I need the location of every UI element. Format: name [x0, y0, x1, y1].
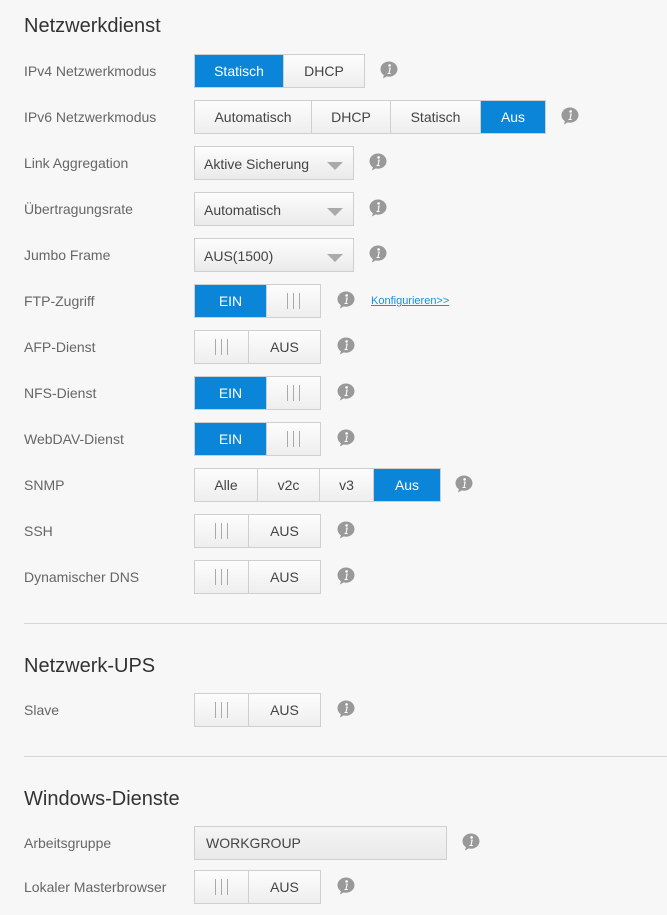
ipv6-option-automatic[interactable]: Automatisch: [195, 101, 312, 133]
row-afp: AFP-Dienst AUS: [0, 330, 667, 364]
row-snmp: SNMP Alle v2c v3 Aus: [0, 468, 667, 502]
toggle-grip: [195, 331, 249, 363]
ipv6-option-static[interactable]: Statisch: [391, 101, 481, 133]
master-browser-label: Lokaler Masterbrowser: [24, 879, 167, 895]
ddns-toggle[interactable]: AUS: [194, 560, 321, 594]
snmp-option-v2c[interactable]: v2c: [258, 469, 320, 501]
info-icon[interactable]: [368, 244, 388, 264]
ipv4-label: IPv4 Netzwerkmodus: [24, 63, 157, 79]
row-nfs: NFS-Dienst EIN: [0, 376, 667, 410]
workgroup-label: Arbeitsgruppe: [24, 835, 112, 851]
info-icon[interactable]: [368, 198, 388, 218]
row-webdav: WebDAV-Dienst EIN: [0, 422, 667, 456]
slave-toggle[interactable]: AUS: [194, 693, 321, 727]
row-jumbo-frame: Jumbo Frame AUS(1500): [0, 238, 667, 272]
row-link-aggregation: Link Aggregation Aktive Sicherung: [0, 146, 667, 180]
transfer-rate-select[interactable]: Automatisch: [194, 192, 354, 226]
slave-label: Slave: [24, 702, 60, 718]
snmp-option-all[interactable]: Alle: [195, 469, 258, 501]
link-aggregation-label: Link Aggregation: [24, 155, 129, 171]
snmp-option-off[interactable]: Aus: [374, 469, 440, 501]
chevron-down-icon: [327, 162, 343, 170]
ipv4-option-static[interactable]: Statisch: [195, 55, 284, 87]
link-aggregation-value: Aktive Sicherung: [204, 156, 310, 172]
info-icon[interactable]: [336, 699, 356, 719]
toggle-grip: [195, 694, 249, 726]
webdav-label: WebDAV-Dienst: [24, 431, 124, 447]
row-ftp: FTP-Zugriff EIN Konfigurieren>>: [0, 284, 667, 318]
info-icon[interactable]: [336, 382, 356, 402]
master-browser-toggle[interactable]: AUS: [194, 870, 321, 904]
row-workgroup: Arbeitsgruppe: [0, 826, 667, 860]
chevron-down-icon: [327, 254, 343, 262]
toggle-state: EIN: [195, 377, 266, 409]
info-icon[interactable]: [379, 60, 399, 80]
info-icon[interactable]: [336, 566, 356, 586]
ipv6-mode-group: Automatisch DHCP Statisch Aus: [194, 100, 546, 134]
info-icon[interactable]: [454, 474, 474, 494]
nfs-toggle[interactable]: EIN: [194, 376, 321, 410]
toggle-state: AUS: [249, 331, 320, 363]
toggle-grip: [195, 515, 249, 547]
toggle-grip: [266, 377, 320, 409]
toggle-state: AUS: [249, 694, 320, 726]
jumbo-frame-value: AUS(1500): [204, 248, 274, 264]
section-title-windows-services: Windows-Dienste: [24, 788, 180, 810]
toggle-state: AUS: [249, 515, 320, 547]
afp-label: AFP-Dienst: [24, 339, 96, 355]
section-title-network-service: Netzwerkdienst: [24, 15, 161, 37]
toggle-grip: [266, 423, 320, 455]
info-icon[interactable]: [336, 520, 356, 540]
section-divider: [24, 623, 667, 624]
snmp-label: SNMP: [24, 477, 65, 493]
ftp-toggle[interactable]: EIN: [194, 284, 321, 318]
link-aggregation-select[interactable]: Aktive Sicherung: [194, 146, 354, 180]
toggle-grip: [266, 285, 320, 317]
jumbo-frame-select[interactable]: AUS(1500): [194, 238, 354, 272]
ftp-label: FTP-Zugriff: [24, 293, 95, 309]
ssh-toggle[interactable]: AUS: [194, 514, 321, 548]
ipv4-option-dhcp[interactable]: DHCP: [284, 55, 364, 87]
afp-toggle[interactable]: AUS: [194, 330, 321, 364]
info-icon[interactable]: [560, 106, 580, 126]
row-master-browser: Lokaler Masterbrowser AUS: [0, 870, 667, 904]
chevron-down-icon: [327, 208, 343, 216]
row-ipv4: IPv4 Netzwerkmodus Statisch DHCP: [0, 54, 667, 88]
transfer-rate-label: Übertragungsrate: [24, 201, 133, 217]
info-icon[interactable]: [336, 290, 356, 310]
ipv6-option-off[interactable]: Aus: [481, 101, 545, 133]
workgroup-input[interactable]: [194, 826, 447, 860]
info-icon[interactable]: [336, 428, 356, 448]
jumbo-frame-label: Jumbo Frame: [24, 247, 111, 263]
info-icon[interactable]: [336, 876, 356, 896]
snmp-group: Alle v2c v3 Aus: [194, 468, 441, 502]
section-divider: [24, 756, 667, 757]
ftp-configure-link[interactable]: Konfigurieren>>: [371, 295, 450, 307]
ipv6-label: IPv6 Netzwerkmodus: [24, 109, 157, 125]
section-title-network-ups: Netzwerk-UPS: [24, 655, 156, 677]
row-transfer-rate: Übertragungsrate Automatisch: [0, 192, 667, 226]
toggle-state: EIN: [195, 285, 266, 317]
snmp-option-v3[interactable]: v3: [320, 469, 374, 501]
toggle-state: EIN: [195, 423, 266, 455]
info-icon[interactable]: [368, 152, 388, 172]
info-icon[interactable]: [461, 832, 481, 852]
row-slave: Slave AUS: [0, 693, 667, 727]
ddns-label: Dynamischer DNS: [24, 569, 140, 585]
toggle-state: AUS: [249, 561, 320, 593]
ssh-label: SSH: [24, 523, 53, 539]
ipv6-option-dhcp[interactable]: DHCP: [312, 101, 391, 133]
nfs-label: NFS-Dienst: [24, 385, 97, 401]
row-ipv6: IPv6 Netzwerkmodus Automatisch DHCP Stat…: [0, 100, 667, 134]
toggle-grip: [195, 871, 249, 903]
toggle-grip: [195, 561, 249, 593]
info-icon[interactable]: [336, 336, 356, 356]
toggle-state: AUS: [249, 871, 320, 903]
ipv4-mode-group: Statisch DHCP: [194, 54, 365, 88]
webdav-toggle[interactable]: EIN: [194, 422, 321, 456]
row-ssh: SSH AUS: [0, 514, 667, 548]
transfer-rate-value: Automatisch: [204, 202, 282, 218]
row-ddns: Dynamischer DNS AUS: [0, 560, 667, 594]
